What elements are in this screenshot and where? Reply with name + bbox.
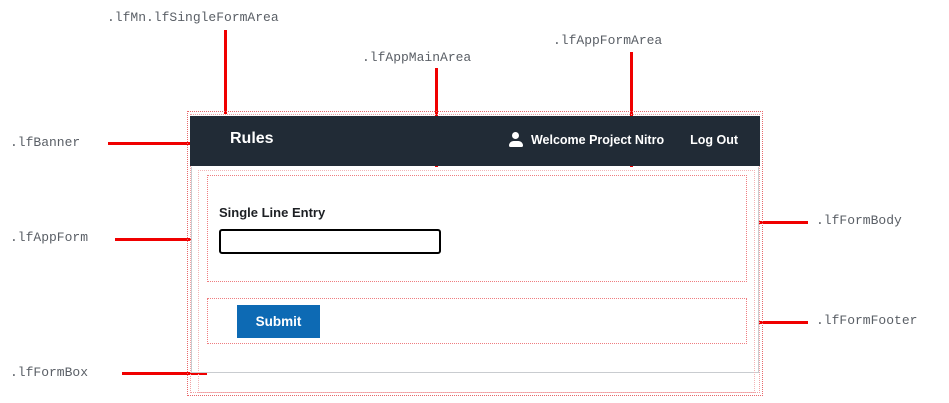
single-line-entry-input[interactable]	[219, 229, 441, 254]
form-body: Single Line Entry	[207, 175, 747, 282]
form-box-bottom-rule	[191, 372, 759, 373]
leader-line-single-form-area	[224, 30, 227, 114]
leader-line-app-form	[115, 238, 195, 241]
page-title: Rules	[230, 130, 274, 147]
annotation-label-app-form-area: .lfAppFormArea	[553, 33, 663, 48]
annotation-label-app-form: .lfAppForm	[10, 230, 89, 245]
annotation-label-app-main-area: .lfAppMainArea	[362, 50, 472, 65]
welcome-group: Welcome Project Nitro	[508, 132, 665, 147]
form-footer: Submit	[207, 298, 747, 344]
leader-line-banner	[108, 142, 194, 145]
single-form-area	[187, 111, 763, 396]
app-banner: Rules Welcome Project Nitro Log Out	[190, 116, 760, 166]
annotation-label-banner: .lfBanner	[10, 135, 81, 150]
person-icon	[508, 132, 523, 147]
annotation-label-single-form-area: .lfMn.lfSingleFormArea	[107, 10, 279, 25]
form-box	[191, 167, 759, 373]
banner-right-group: Welcome Project Nitro Log Out	[508, 132, 738, 147]
annotation-label-form-body: .lfFormBody	[816, 213, 902, 228]
annotation-label-form-box: .lfFormBox	[10, 365, 89, 380]
leader-line-app-form-area	[630, 52, 633, 167]
single-line-entry-label: Single Line Entry	[219, 205, 326, 220]
submit-button[interactable]: Submit	[237, 305, 320, 338]
leader-line-form-box	[122, 372, 207, 375]
app-form	[198, 170, 755, 393]
welcome-text: Welcome Project Nitro	[530, 132, 665, 147]
logout-link[interactable]: Log Out	[690, 132, 738, 147]
annotation-label-form-footer: .lfFormFooter	[816, 313, 918, 328]
